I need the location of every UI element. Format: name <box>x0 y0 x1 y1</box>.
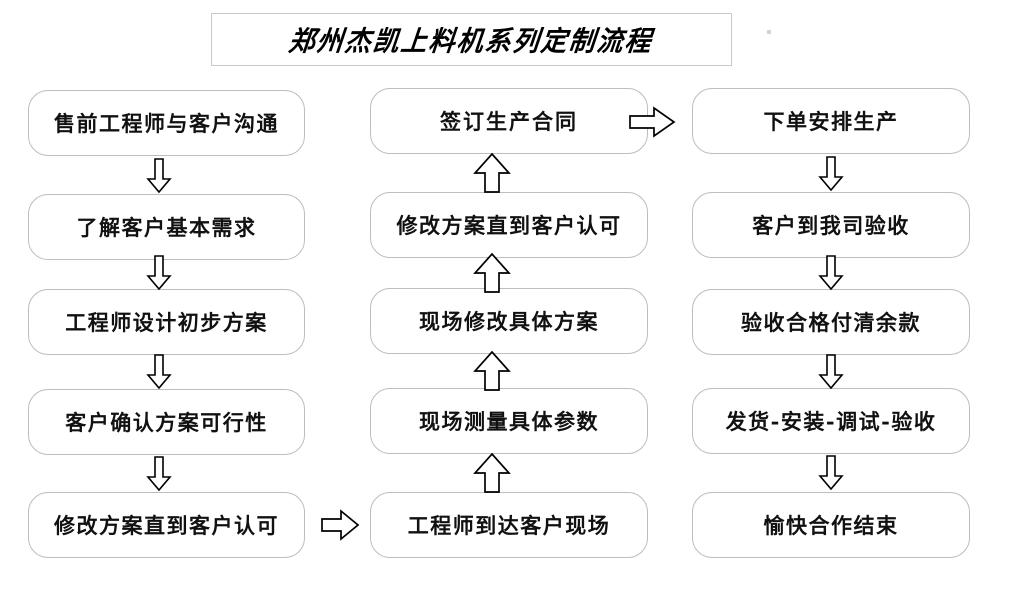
arrow-down-icon-col1-4 <box>146 456 172 492</box>
node-col3-3[interactable]: 验收合格付清余款 <box>692 289 970 355</box>
arrow-down-icon-col1-2 <box>146 255 172 291</box>
arrow-right-icon-col2-to-col3 <box>628 105 676 139</box>
node-col1-2[interactable]: 了解客户基本需求 <box>28 194 305 260</box>
node-col1-5[interactable]: 修改方案直到客户认可 <box>28 492 305 558</box>
chart-title: 郑州杰凯上料机系列定制流程 <box>287 26 655 59</box>
node-col2-1[interactable]: 签订生产合同 <box>370 88 648 154</box>
node-col1-4[interactable]: 客户确认方案可行性 <box>28 389 305 455</box>
arrow-up-icon-col2-1 <box>472 152 512 194</box>
node-col3-2[interactable]: 客户到我司验收 <box>692 192 970 258</box>
arrow-down-icon-col1-3 <box>146 354 172 390</box>
title-artifact-speck <box>767 30 771 34</box>
arrow-down-icon-col3-3 <box>818 354 844 390</box>
node-col1-3[interactable]: 工程师设计初步方案 <box>28 289 305 355</box>
arrow-down-icon-col3-1 <box>818 156 844 192</box>
chart-title-box: 郑州杰凯上料机系列定制流程 <box>211 13 732 66</box>
arrow-up-icon-col2-4 <box>472 452 512 494</box>
node-col2-2[interactable]: 修改方案直到客户认可 <box>370 192 648 258</box>
node-col3-4[interactable]: 发货-安装-调试-验收 <box>692 388 970 454</box>
arrow-right-icon-col1-to-col2 <box>320 508 360 542</box>
node-col3-1[interactable]: 下单安排生产 <box>692 88 970 154</box>
node-col2-4[interactable]: 现场测量具体参数 <box>370 388 648 454</box>
arrow-up-icon-col2-2 <box>472 252 512 294</box>
node-col1-1[interactable]: 售前工程师与客户沟通 <box>28 90 305 156</box>
node-col3-5[interactable]: 愉快合作结束 <box>692 492 970 558</box>
node-col2-3[interactable]: 现场修改具体方案 <box>370 288 648 354</box>
arrow-down-icon-col3-2 <box>818 255 844 291</box>
node-col2-5[interactable]: 工程师到达客户现场 <box>370 492 648 558</box>
arrow-down-icon-col1-1 <box>146 158 172 194</box>
arrow-down-icon-col3-4 <box>818 455 844 491</box>
arrow-up-icon-col2-3 <box>472 350 512 392</box>
